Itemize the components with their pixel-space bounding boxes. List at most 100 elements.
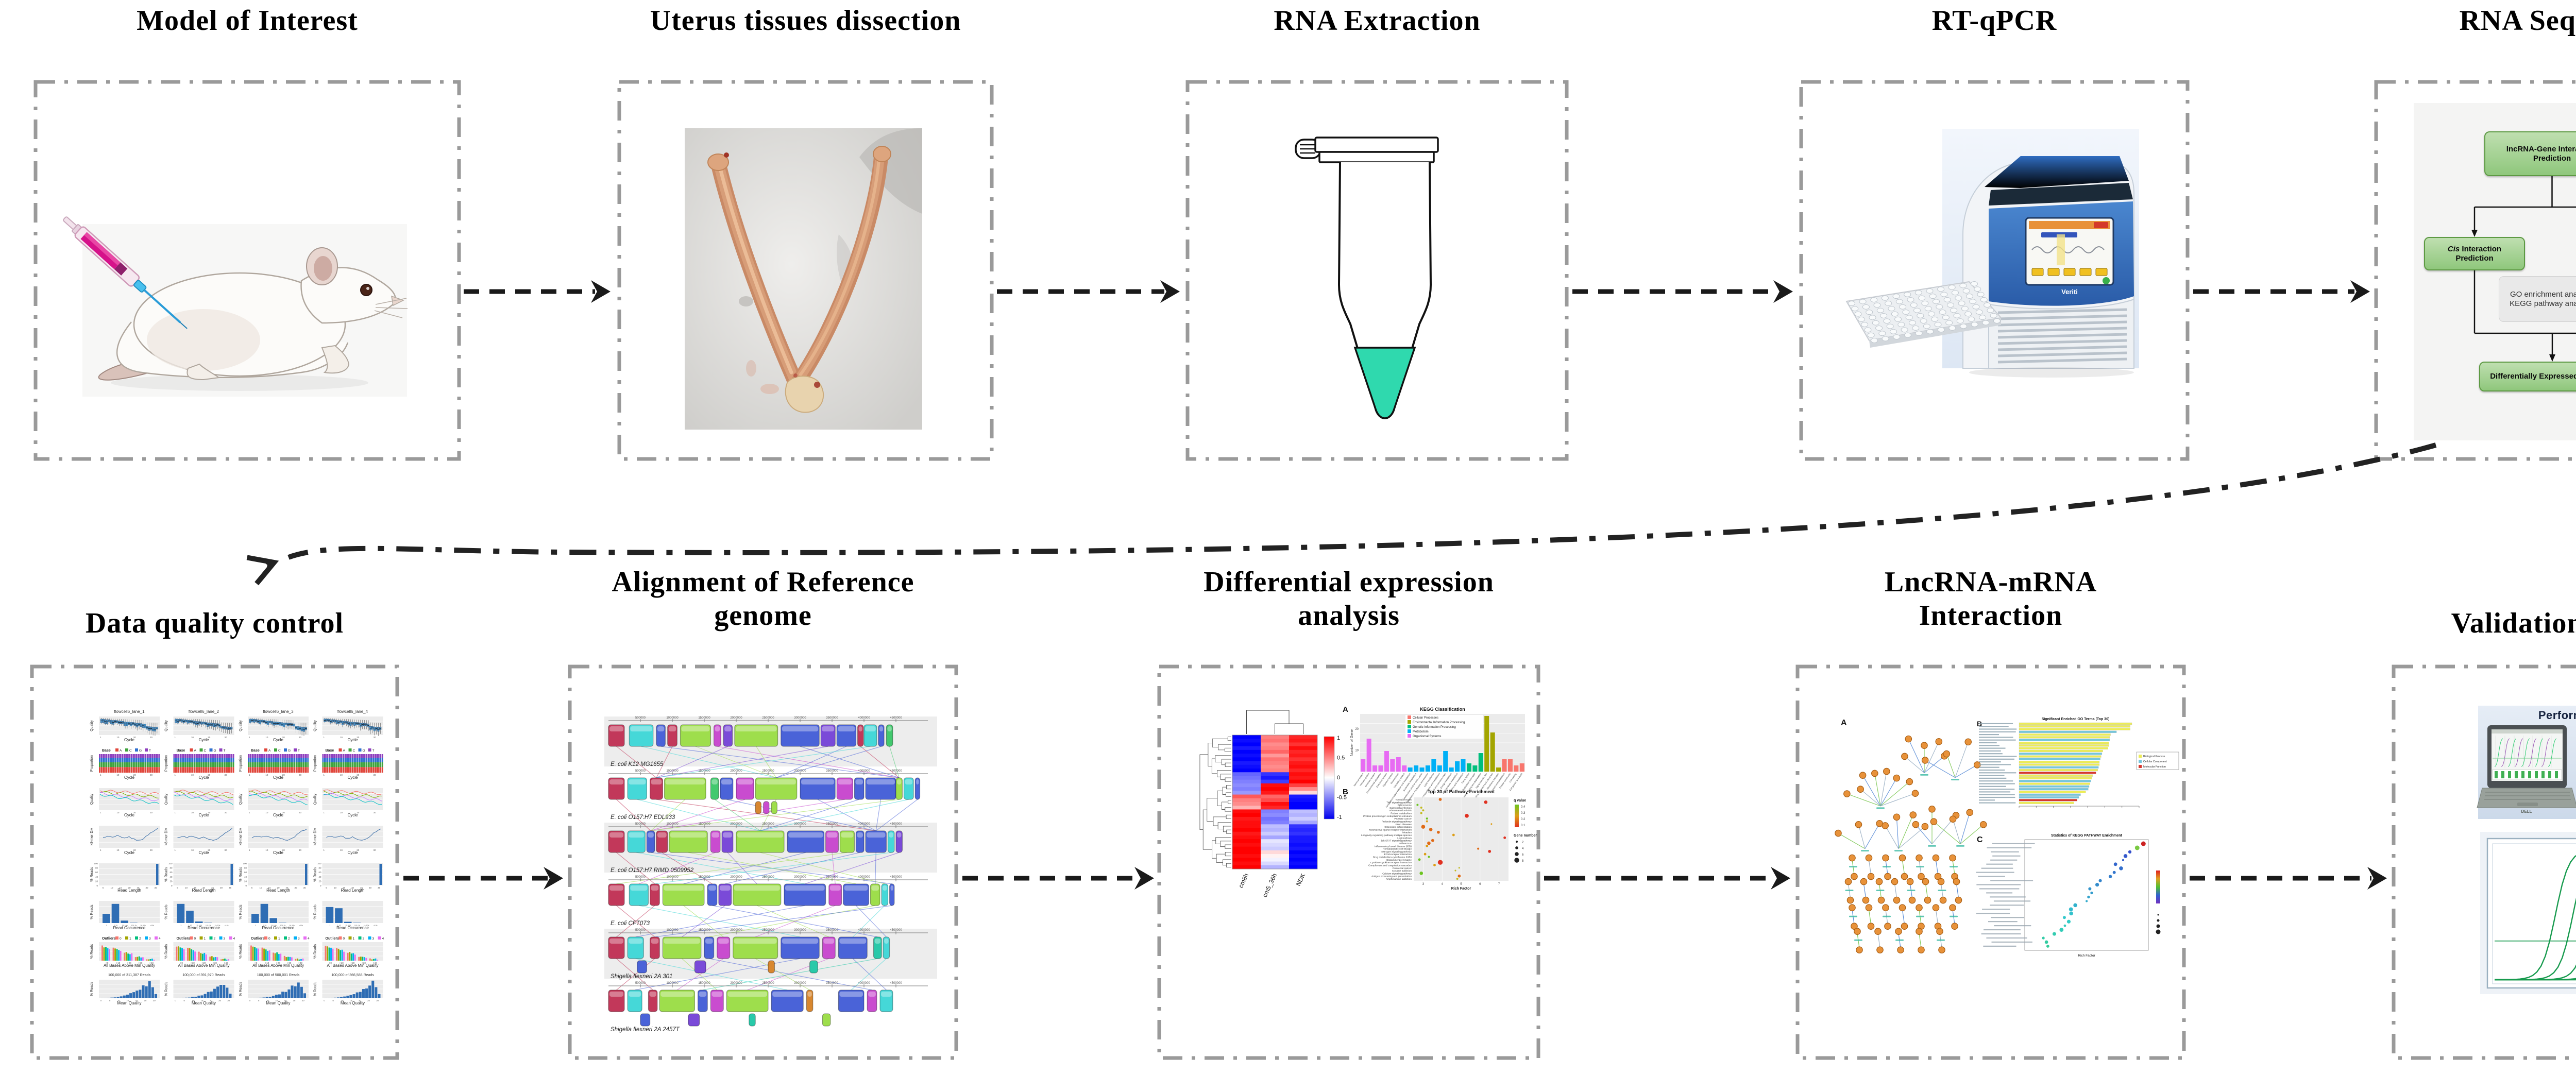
- svg-text:Base: Base: [177, 749, 185, 753]
- svg-text:Dopaminergic synapse: Dopaminergic synapse: [1386, 859, 1412, 862]
- panel-qpcr-validation: DELL Perform qPCR: [2392, 664, 2576, 1060]
- svg-text:30: 30: [299, 811, 302, 814]
- svg-text:3000000: 3000000: [794, 770, 806, 773]
- svg-text:>0: >0: [329, 962, 332, 964]
- svg-text:4500000: 4500000: [890, 982, 902, 985]
- svg-text:Complement and coagulation cas: Complement and coagulation cascades: [1368, 864, 1412, 867]
- svg-text:15: 15: [350, 999, 353, 1002]
- svg-text:Neuroactive ligand-receptor in: Neuroactive ligand-receptor interaction: [1369, 828, 1412, 831]
- svg-text:Outliers: Outliers: [326, 937, 340, 941]
- svg-text:flowcell6_lane_1: flowcell6_lane_1: [114, 709, 145, 714]
- svg-text:1500000: 1500000: [698, 982, 710, 985]
- flowchart-node-label: Differentially Expressed lncRNAs: [2490, 372, 2576, 381]
- svg-text:>10k: >10k: [150, 925, 154, 927]
- svg-text:1: 1: [106, 925, 107, 927]
- svg-text:500000: 500000: [635, 770, 646, 773]
- svg-text:1: 1: [324, 811, 325, 814]
- svg-text:Prion diseases: Prion diseases: [1396, 823, 1412, 826]
- svg-text:10: 10: [191, 849, 194, 851]
- svg-text:1: 1: [204, 937, 206, 941]
- svg-text:10: 10: [266, 999, 269, 1002]
- svg-text:A: A: [120, 749, 122, 753]
- svg-text:20: 20: [1355, 728, 1359, 731]
- svg-text:Inflammatory bowel disease (IB: Inflammatory bowel disease (IBD): [1375, 845, 1412, 848]
- svg-text:Quality: Quality: [314, 720, 317, 731]
- svg-text:0: 0: [343, 937, 345, 941]
- svg-text:>20: >20: [127, 962, 131, 964]
- svg-text:60: 60: [244, 871, 247, 874]
- panel-title-uterus-dissection: Uterus tissues dissection: [650, 5, 961, 37]
- svg-text:4: 4: [233, 937, 235, 941]
- svg-text:>40: >40: [373, 962, 377, 964]
- svg-text:20: 20: [357, 849, 360, 851]
- svg-text:flowcell6_lane_3: flowcell6_lane_3: [263, 709, 294, 714]
- svg-text:G: G: [288, 749, 291, 753]
- svg-text:2: 2: [288, 937, 290, 941]
- svg-text:20: 20: [357, 774, 360, 776]
- svg-text:0: 0: [96, 884, 98, 887]
- panel-border: [33, 80, 461, 461]
- svg-text:Outliers: Outliers: [177, 937, 191, 941]
- svg-text:10: 10: [116, 774, 120, 776]
- svg-text:Read Length: Read Length: [117, 888, 141, 893]
- svg-text:30: 30: [150, 774, 153, 776]
- svg-text:10: 10: [340, 849, 343, 851]
- svg-text:100: 100: [168, 862, 173, 865]
- svg-text:20: 20: [208, 849, 211, 851]
- svg-text:Proportion: Proportion: [165, 755, 168, 772]
- svg-text:% Reads: % Reads: [165, 981, 168, 996]
- svg-text:>40: >40: [298, 962, 302, 964]
- svg-text:20: 20: [282, 811, 285, 814]
- panel-border: [1799, 80, 2190, 461]
- svg-text:Longevity regulating pathway-m: Longevity regulating pathway-multiple sp…: [1361, 834, 1412, 837]
- svg-text:2000000: 2000000: [730, 823, 742, 826]
- panel-border: [568, 664, 958, 1060]
- svg-text:TNF signaling pathway: TNF signaling pathway: [1386, 801, 1412, 804]
- svg-text:% Reads: % Reads: [239, 867, 243, 882]
- svg-text:25: 25: [360, 886, 363, 889]
- svg-text:2000000: 2000000: [730, 929, 742, 932]
- svg-text:30: 30: [225, 849, 228, 851]
- svg-text:101-1k: 101-1k: [354, 925, 360, 927]
- svg-text:Colorectal cancer: Colorectal cancer: [1393, 867, 1412, 870]
- svg-text:k8-mer Div: k8-mer Div: [314, 828, 317, 845]
- svg-text:cm5_36h: cm5_36h: [1261, 872, 1279, 898]
- svg-text:20: 20: [170, 880, 173, 882]
- svg-text:-0.5: -0.5: [1337, 795, 1347, 801]
- svg-text:Read Occurrence: Read Occurrence: [262, 926, 295, 930]
- svg-text:>10: >10: [265, 962, 269, 964]
- flowchart-node-label: lncRNA-Gene Interaction Prediction: [2506, 144, 2576, 163]
- svg-text:4500000: 4500000: [890, 716, 902, 720]
- svg-text:Mean Quality: Mean Quality: [117, 1001, 141, 1005]
- svg-text:20: 20: [318, 880, 321, 882]
- svg-text:10: 10: [116, 736, 120, 739]
- svg-text:4500000: 4500000: [890, 770, 902, 773]
- svg-text:G: G: [214, 749, 216, 753]
- svg-text:2000000: 2000000: [730, 876, 742, 879]
- svg-text:Cycle: Cycle: [347, 738, 358, 742]
- svg-text:30: 30: [150, 849, 153, 851]
- svg-text:Quality: Quality: [165, 720, 168, 731]
- svg-text:20: 20: [282, 774, 285, 776]
- svg-text:20: 20: [282, 736, 285, 739]
- svg-text:3: 3: [298, 937, 300, 941]
- svg-text:60: 60: [95, 871, 98, 874]
- svg-text:10: 10: [116, 811, 120, 814]
- svg-text:3000000: 3000000: [794, 823, 806, 826]
- svg-text:10: 10: [192, 999, 195, 1002]
- svg-text:6: 6: [1522, 854, 1524, 857]
- svg-text:2500000: 2500000: [762, 716, 774, 720]
- svg-text:1: 1: [175, 811, 176, 814]
- svg-text:Read Occurrence: Read Occurrence: [336, 926, 369, 930]
- panel-border: [1185, 80, 1569, 461]
- svg-text:KEGG Classification: KEGG Classification: [1420, 707, 1465, 712]
- svg-text:Quality: Quality: [90, 793, 94, 805]
- panel-title-lncrna-mrna: LncRNA-mRNA Interaction: [1884, 566, 2097, 632]
- svg-text:Cycle: Cycle: [347, 775, 358, 780]
- svg-text:Base: Base: [102, 749, 111, 753]
- svg-text:Antigen processing and present: Antigen processing and presentation: [1371, 875, 1412, 878]
- svg-text:Rheumatoid arthritis: Rheumatoid arthritis: [1389, 809, 1412, 812]
